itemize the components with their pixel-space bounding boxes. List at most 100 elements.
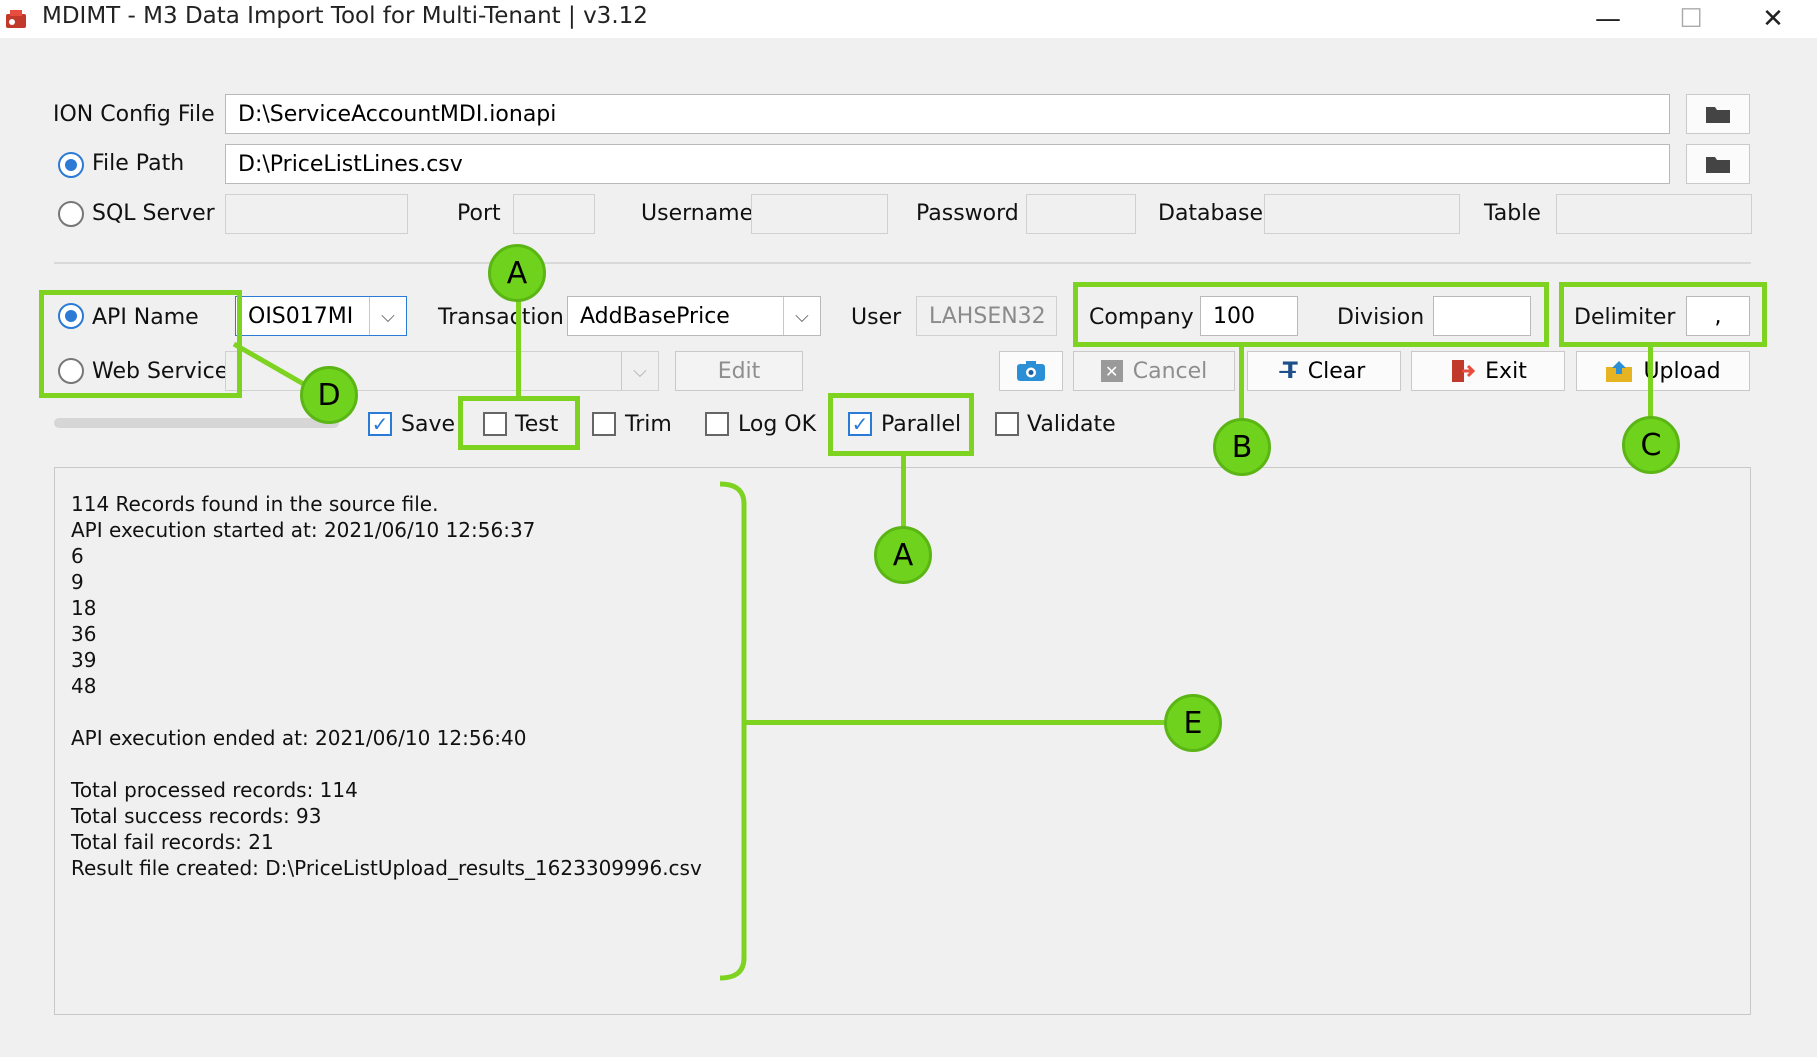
- ion-config-field[interactable]: D:\ServiceAccountMDI.ionapi: [225, 94, 1670, 134]
- screenshot-button[interactable]: [999, 351, 1063, 391]
- transaction-label: Transaction: [438, 305, 564, 330]
- folder-icon: [1706, 157, 1730, 173]
- callout-e: E: [1164, 694, 1222, 752]
- web-service-label: Web Service: [92, 359, 229, 384]
- window-title: MDIMT - M3 Data Import Tool for Multi-Te…: [42, 3, 648, 29]
- file-path-field[interactable]: D:\PriceListLines.csv: [225, 144, 1670, 184]
- app-icon: [6, 10, 26, 28]
- connector-d: [232, 341, 316, 393]
- upload-icon: [1606, 361, 1633, 382]
- callout-c: C: [1622, 416, 1680, 474]
- exit-door-icon: [1452, 360, 1476, 382]
- exit-label: Exit: [1485, 358, 1527, 384]
- table-field[interactable]: [1556, 194, 1752, 234]
- progress-bar: [54, 418, 339, 428]
- title-bar: [0, 0, 1817, 38]
- api-name-radio[interactable]: [58, 303, 84, 329]
- upload-button[interactable]: Upload: [1576, 351, 1750, 391]
- log-line: API execution started at: 2021/06/10 12:…: [71, 518, 536, 542]
- connector-c: [1648, 346, 1653, 418]
- connector-e: [744, 720, 1164, 725]
- clear-format-icon: T̶: [1282, 358, 1298, 384]
- company-field[interactable]: 100: [1200, 296, 1298, 336]
- cancel-button[interactable]: ✕ Cancel: [1073, 351, 1235, 391]
- web-service-radio[interactable]: [58, 358, 84, 384]
- delimiter-field[interactable]: ,: [1686, 296, 1750, 336]
- file-path-label: File Path: [92, 151, 185, 176]
- highlight-a-parallel: [828, 393, 974, 456]
- exit-button[interactable]: Exit: [1411, 351, 1565, 391]
- chevron-down-icon[interactable]: ⌵: [783, 297, 820, 335]
- minimize-button[interactable]: —: [1595, 4, 1621, 34]
- folder-icon: [1706, 107, 1730, 123]
- highlight-a-test: [458, 396, 580, 450]
- clear-button[interactable]: T̶ Clear: [1247, 351, 1401, 391]
- log-line: 18: [71, 596, 97, 620]
- callout-b: B: [1213, 418, 1271, 476]
- sql-server-radio[interactable]: [58, 201, 84, 227]
- save-checkbox[interactable]: ✓: [368, 412, 392, 436]
- username-field[interactable]: [751, 194, 888, 234]
- edit-button[interactable]: Edit: [675, 351, 803, 391]
- log-line: Total fail records: 21: [71, 830, 274, 854]
- chevron-down-icon[interactable]: ⌵: [621, 352, 658, 390]
- transaction-combobox[interactable]: AddBasePrice ⌵: [567, 296, 821, 336]
- clear-label: Clear: [1307, 358, 1366, 384]
- username-label: Username: [641, 201, 754, 226]
- browse-file-button[interactable]: [1686, 144, 1750, 184]
- log-line: 48: [71, 674, 97, 698]
- bracket-e: [719, 481, 747, 981]
- log-line: Total processed records: 114: [71, 778, 358, 802]
- callout-a-bottom: A: [874, 526, 932, 584]
- sql-server-label: SQL Server: [92, 201, 215, 226]
- test-label: Test: [515, 412, 559, 437]
- password-field[interactable]: [1026, 194, 1136, 234]
- log-ok-checkbox[interactable]: [705, 412, 729, 436]
- test-checkbox[interactable]: [483, 412, 507, 436]
- ion-config-label: ION Config File: [53, 102, 215, 127]
- camera-icon: [1017, 361, 1045, 381]
- log-line: 9: [71, 570, 84, 594]
- api-name-combobox[interactable]: OIS017MI ⌵: [235, 296, 407, 336]
- parallel-label: Parallel: [881, 412, 962, 437]
- log-line: 6: [71, 544, 84, 568]
- callout-a-top: A: [488, 244, 546, 302]
- company-label: Company: [1089, 305, 1194, 330]
- close-button[interactable]: ✕: [1762, 4, 1784, 34]
- password-label: Password: [916, 201, 1019, 226]
- port-field[interactable]: [513, 194, 595, 234]
- connector-b: [1239, 346, 1244, 446]
- upload-label: Upload: [1643, 358, 1721, 384]
- log-line: 36: [71, 622, 97, 646]
- api-name-label: API Name: [92, 305, 199, 330]
- api-name-value: OIS017MI: [248, 303, 354, 329]
- connector-a-parallel: [901, 455, 906, 528]
- user-label: User: [851, 305, 902, 330]
- port-label: Port: [457, 201, 501, 226]
- divider: [54, 262, 1751, 264]
- division-label: Division: [1337, 305, 1425, 330]
- chevron-down-icon[interactable]: ⌵: [369, 297, 406, 335]
- highlight-d: [39, 290, 242, 398]
- trim-label: Trim: [625, 412, 672, 437]
- log-ok-label: Log OK: [738, 412, 817, 437]
- database-label: Database: [1158, 201, 1263, 226]
- highlight-c: [1559, 282, 1767, 347]
- database-field[interactable]: [1264, 194, 1460, 234]
- trim-checkbox[interactable]: [592, 412, 616, 436]
- connector-a-test: [516, 300, 521, 397]
- maximize-button[interactable]: ☐: [1679, 4, 1703, 34]
- log-line: Result file created: D:\PriceListUpload_…: [71, 856, 702, 880]
- parallel-checkbox[interactable]: ✓: [848, 412, 872, 436]
- transaction-value: AddBasePrice: [580, 303, 730, 329]
- delimiter-label: Delimiter: [1574, 305, 1676, 330]
- log-line: 114 Records found in the source file.: [71, 492, 439, 516]
- sql-server-field[interactable]: [225, 194, 408, 234]
- file-path-radio[interactable]: [58, 152, 84, 178]
- browse-ion-button[interactable]: [1686, 94, 1750, 134]
- user-field[interactable]: LAHSEN32: [916, 296, 1057, 336]
- division-field[interactable]: [1433, 296, 1531, 336]
- validate-checkbox[interactable]: [995, 412, 1019, 436]
- cancel-icon: ✕: [1100, 360, 1123, 382]
- web-service-combobox[interactable]: ⌵: [225, 351, 659, 391]
